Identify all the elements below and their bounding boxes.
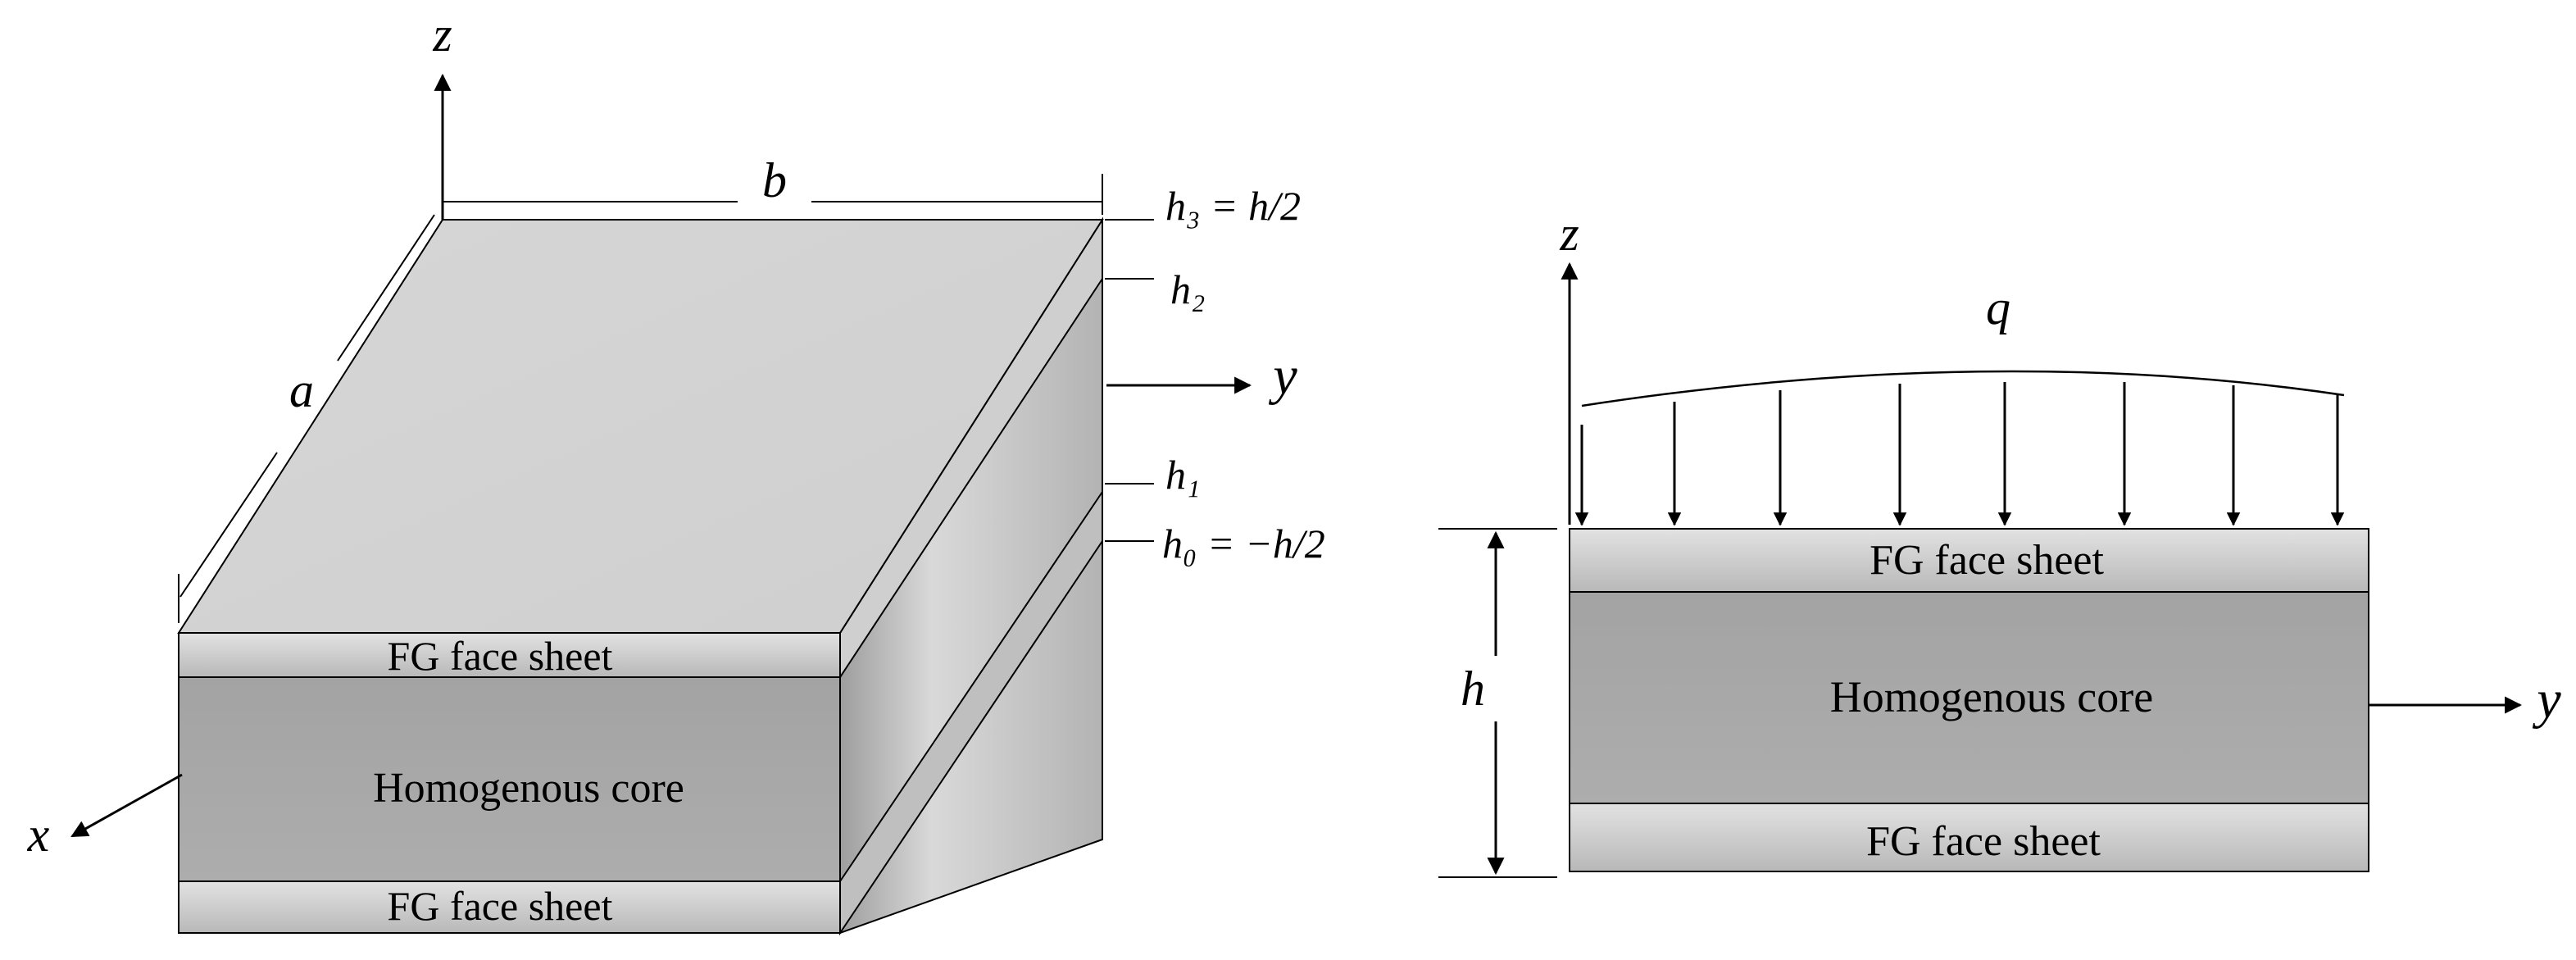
load-arrows xyxy=(1574,382,2345,526)
left-bottom-sheet-label: FG face sheet xyxy=(388,883,613,929)
plate-3d-view: FG face sheet Homogenous core FG face sh… xyxy=(27,7,1325,936)
left-top-sheet-label: FG face sheet xyxy=(388,633,613,679)
left-core-label: Homogenous core xyxy=(373,765,684,812)
section-y-label: y xyxy=(2532,670,2561,730)
left-x-label: x xyxy=(27,808,50,862)
h0-label: h₀ = −h/2 xyxy=(1162,521,1325,566)
dim-a-line-upper xyxy=(337,214,435,362)
load-label: q xyxy=(1986,280,2010,334)
load-distribution-curve xyxy=(1581,370,2345,407)
section-top-sheet-label: FG face sheet xyxy=(1870,537,2104,584)
section-bottom-sheet-label: FG face sheet xyxy=(1866,818,2101,865)
section-top-face-sheet xyxy=(1569,528,2369,593)
left-x-axis xyxy=(70,773,183,838)
front-bottom-face-sheet xyxy=(178,880,841,934)
section-core-label: Homogenous core xyxy=(1830,672,2153,721)
front-top-face-sheet xyxy=(178,632,841,678)
section-z-label: z xyxy=(1559,207,1579,261)
h3-label: h₃ = h/2 xyxy=(1165,183,1301,229)
section-core xyxy=(1569,591,2369,804)
cross-section-view: FG face sheet Homogenous core FG face sh… xyxy=(1438,207,2561,878)
front-core xyxy=(178,676,841,882)
h2-label: h₂ xyxy=(1170,266,1205,312)
left-z-label: z xyxy=(432,7,452,61)
section-bottom-face-sheet xyxy=(1569,803,2369,872)
dim-a-line-lower xyxy=(179,452,278,598)
dim-b-label: b xyxy=(762,153,787,207)
dim-a-label: a xyxy=(289,363,314,417)
thickness-label: h xyxy=(1461,662,1485,716)
left-y-label: y xyxy=(1268,346,1297,406)
h1-label: h₁ xyxy=(1165,452,1200,498)
